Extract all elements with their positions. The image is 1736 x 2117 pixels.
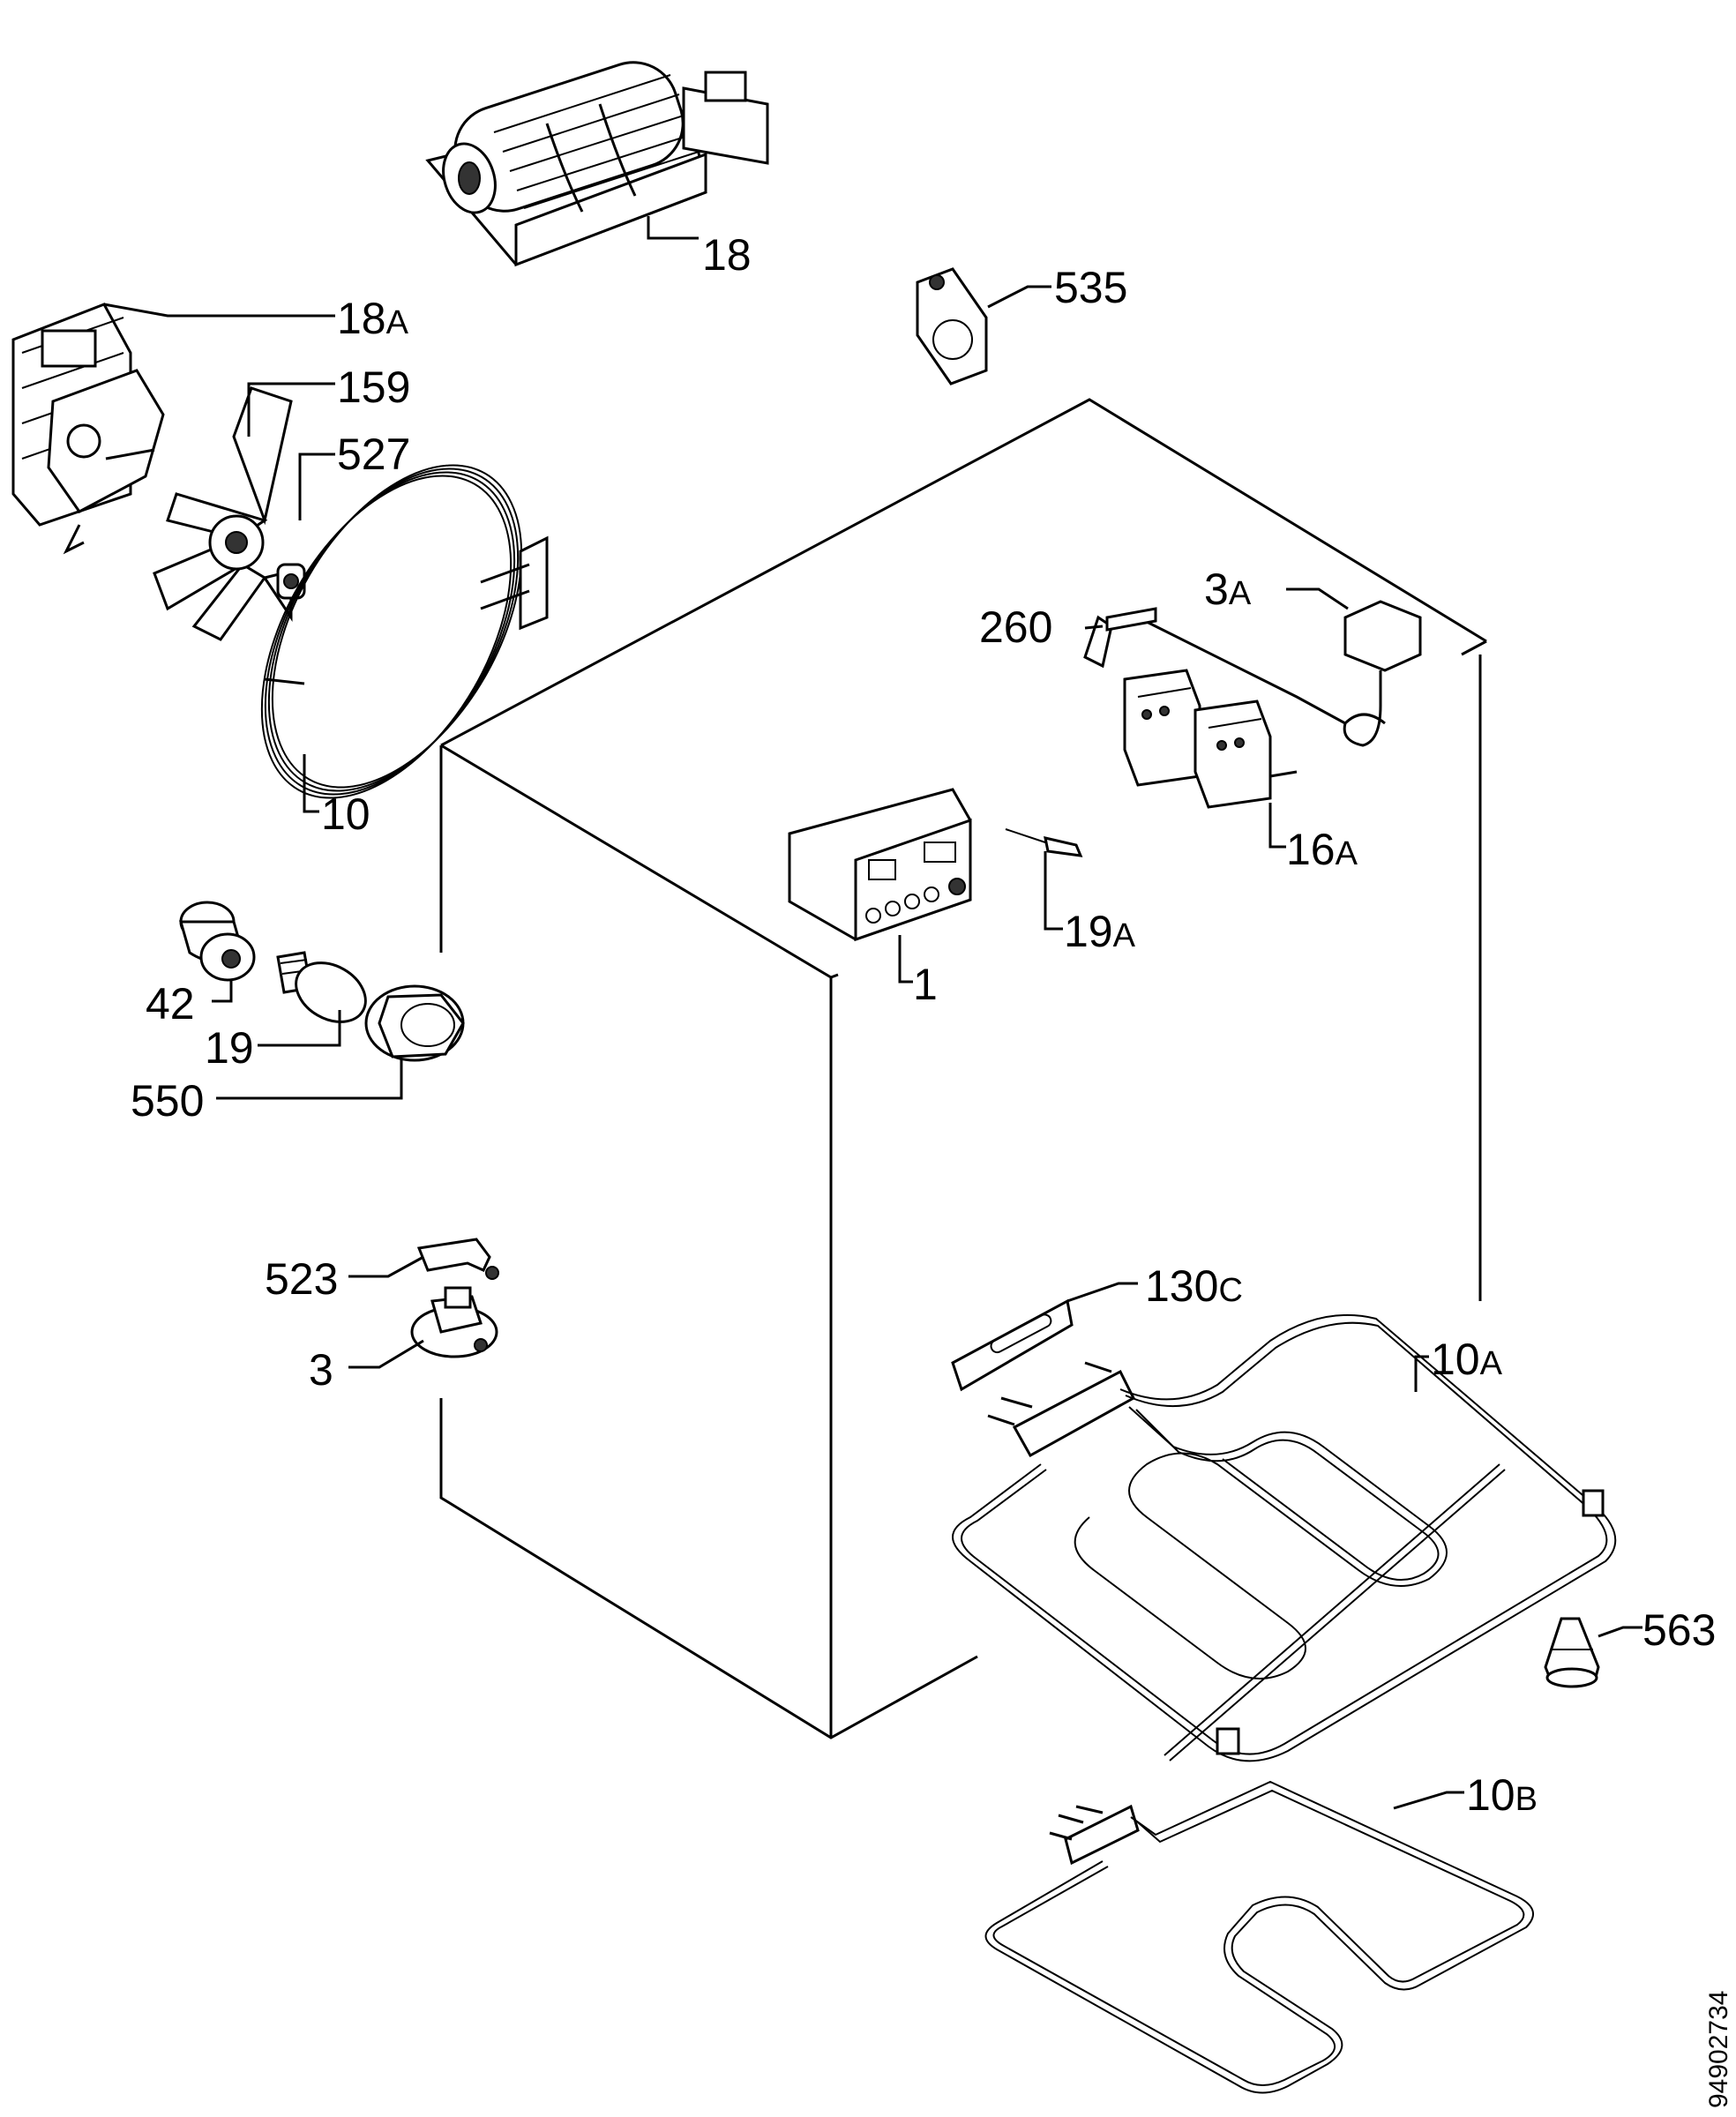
part-3a-thermostat [1137,587,1422,747]
part-label-563: 563 [1642,1605,1716,1655]
part-label-130c: 130C [1145,1261,1243,1311]
part-19a-indicator-lamp [1005,828,1083,931]
part-label-19: 19 [205,1023,254,1073]
part-label-16a: 16A [1286,825,1358,874]
part-label-18: 18 [702,230,752,280]
part-label-10: 10 [321,789,370,839]
part-563-foot-cap [1544,1617,1642,1688]
part-label-550: 550 [131,1076,204,1126]
part-label-535: 535 [1054,263,1127,312]
part-label-527: 527 [337,430,410,479]
part-18-tangential-fan [425,61,769,267]
part-42-lamp-holder [179,901,256,1003]
part-label-3: 3 [309,1345,333,1395]
part-130c-seal-strip [951,1282,1138,1392]
drawing-number: 94902734 [1704,1991,1733,2108]
part-10-circular-element [260,464,549,813]
part-label-260: 260 [979,602,1052,652]
part-16a-selector-switches [1123,669,1298,849]
part-label-159: 159 [337,363,410,412]
part-label-1: 1 [913,960,938,1009]
part-label-3a: 3A [1204,565,1252,614]
oven-cabinet-outline [439,398,1487,1739]
part-19-lamp-bulb [258,951,367,1047]
part-535-switch-cover [916,267,1051,385]
part-550-lamp-cover [216,984,465,1100]
part-523-clip [348,1238,499,1280]
part-18a-fan-motor [11,303,335,555]
part-1-electronic-timer [788,788,972,984]
part-label-10a: 10A [1431,1335,1503,1384]
part-label-18a: 18A [337,294,409,343]
part-label-523: 523 [265,1254,338,1304]
part-label-19a: 19A [1064,907,1136,956]
part-label-10b: 10B [1466,1770,1538,1820]
part-159-fan-blade [153,382,335,641]
part-label-42: 42 [146,979,195,1029]
part-10b-bottom-element [984,1780,1534,2094]
part-260-probe-clip [1083,607,1157,669]
part-10a-grill-element [952,1313,1617,1762]
part-3-safety-thermostat [348,1286,498,1369]
